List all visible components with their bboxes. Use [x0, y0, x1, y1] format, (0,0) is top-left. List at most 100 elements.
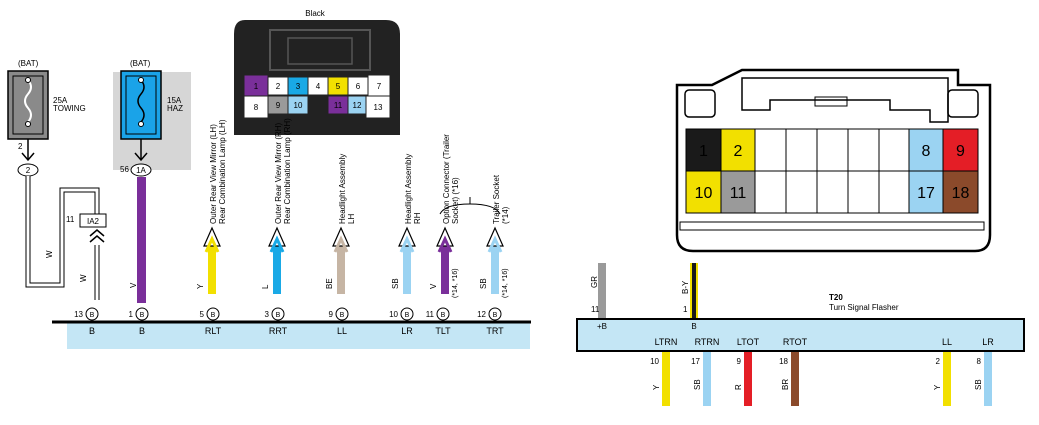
- arrow-shaft: [441, 243, 449, 294]
- small-pin-cell: [287, 95, 309, 115]
- bus-pin-circle: [400, 307, 414, 321]
- big-pin-cell: [847, 170, 880, 214]
- load-label: Option Connector (TrailerSocket) (*16): [442, 134, 460, 224]
- big-pin-cell: [685, 128, 722, 172]
- wire-color: SB: [479, 278, 488, 289]
- fuse-haz: (BAT) 15A HAZ 56 1A V: [113, 59, 191, 303]
- small-pin-label: 11: [334, 101, 343, 110]
- output-wire: [744, 352, 752, 406]
- svg-text:2: 2: [26, 166, 31, 175]
- small-pin-cell: [365, 95, 391, 119]
- svg-text:IA2: IA2: [87, 217, 100, 226]
- small-pin-label: 13: [374, 103, 383, 112]
- small-pin-label: 9: [276, 101, 281, 110]
- arrow-chevron: [399, 235, 415, 253]
- output-wire: [943, 352, 951, 406]
- big-pin-cell: [942, 170, 979, 214]
- big-pin-label: 9: [956, 143, 965, 160]
- svg-text:11: 11: [66, 215, 75, 224]
- bus-pin-name: B: [139, 326, 145, 336]
- big-pin-cell: [816, 170, 849, 214]
- svg-text:Black: Black: [305, 9, 326, 18]
- big-pin-cell: [720, 128, 756, 172]
- bus-pin-conn: B: [405, 312, 410, 319]
- load-arrows: Outer Rear View Mirror (LH)Rear Combinat…: [196, 118, 510, 298]
- bus-pin-circle: [206, 307, 220, 321]
- flasher-pin-num: 9: [737, 357, 742, 366]
- bus-pin-circle: [436, 307, 450, 321]
- bus-pin-name: LR: [401, 326, 413, 336]
- wire-color: SB: [391, 278, 400, 289]
- svg-text:W: W: [45, 250, 54, 258]
- flasher-term: LL: [942, 337, 952, 347]
- junction-ia2: 11 IA2: [66, 213, 107, 243]
- wire-note: (*14, *16): [502, 268, 509, 298]
- big-pin-label: 18: [952, 185, 970, 202]
- arrow-shaft: [208, 243, 216, 294]
- bus-pin-name: LL: [337, 326, 347, 336]
- small-pin-label: 2: [276, 82, 281, 91]
- load-arrow: Outer Rear View Mirror (LH)Rear Combinat…: [196, 119, 227, 294]
- bus-pin-circle: [335, 307, 349, 321]
- option-bracket: [439, 197, 501, 215]
- svg-text:GR: GR: [590, 276, 599, 288]
- big-pin-cell: [878, 128, 910, 172]
- bus-pin-name: TRT: [486, 326, 504, 336]
- big-pin-label: 11: [730, 185, 747, 202]
- flasher-term: RTOT: [783, 337, 808, 347]
- output-wire-color: R: [734, 384, 743, 390]
- output-wire-color: BR: [781, 379, 790, 390]
- svg-text:HAZ: HAZ: [167, 104, 183, 113]
- big-pin-cell: [908, 128, 944, 172]
- bus-pin-num: 5: [200, 310, 205, 319]
- big-pin-cell: [908, 170, 944, 214]
- small-pin-label: 3: [296, 82, 301, 91]
- flasher-pin-num: 10: [650, 357, 659, 366]
- big-pin-label: 8: [922, 143, 931, 160]
- small-pin-label: 7: [377, 82, 382, 91]
- small-pin-label: 5: [336, 82, 341, 91]
- output-wire-color: Y: [652, 384, 661, 390]
- flasher-term: LR: [982, 337, 994, 347]
- arrow-chevron: [487, 235, 503, 253]
- output-wire-color: SB: [693, 379, 702, 390]
- svg-text:(BAT): (BAT): [18, 59, 39, 68]
- flasher-pin-num: 2: [936, 357, 941, 366]
- svg-text:15A: 15A: [167, 96, 182, 105]
- svg-text:W: W: [79, 274, 88, 282]
- svg-text:V: V: [129, 282, 138, 288]
- big-pin-cell: [942, 128, 979, 172]
- wire-color: V: [429, 283, 438, 289]
- arrow-chevron: [204, 235, 220, 253]
- output-wire: [703, 352, 711, 406]
- bus-pin-circle: [135, 307, 149, 321]
- small-pin-label: 12: [353, 101, 362, 110]
- flasher-pin-num: 17: [691, 357, 700, 366]
- flasher-output: LTOT 9R: [734, 337, 760, 406]
- flasher-term: LTOT: [737, 337, 760, 347]
- flasher-inputs: GR 11 B-Y 1: [590, 263, 698, 319]
- flasher-pin-num: 18: [779, 357, 788, 366]
- svg-text:Turn Signal Flasher: Turn Signal Flasher: [829, 303, 899, 312]
- flasher-term: RTRN: [695, 337, 720, 347]
- big-pin-cell: [785, 170, 818, 214]
- svg-text:2: 2: [18, 142, 23, 151]
- small-pin-label: 10: [294, 101, 303, 110]
- bus-pin-name: RLT: [205, 326, 222, 336]
- bus-pin-num: 1: [129, 310, 134, 319]
- small-pin-label: 6: [356, 82, 361, 91]
- bus-pin-conn: B: [441, 312, 446, 319]
- wire-note: (*14, *16): [452, 268, 459, 298]
- bus-pin-num: 11: [426, 310, 435, 319]
- bus-pin-conn: B: [276, 312, 281, 319]
- small-pin-label: 8: [254, 103, 259, 112]
- bus-pin-circle: [488, 307, 502, 321]
- output-wire: [984, 352, 992, 406]
